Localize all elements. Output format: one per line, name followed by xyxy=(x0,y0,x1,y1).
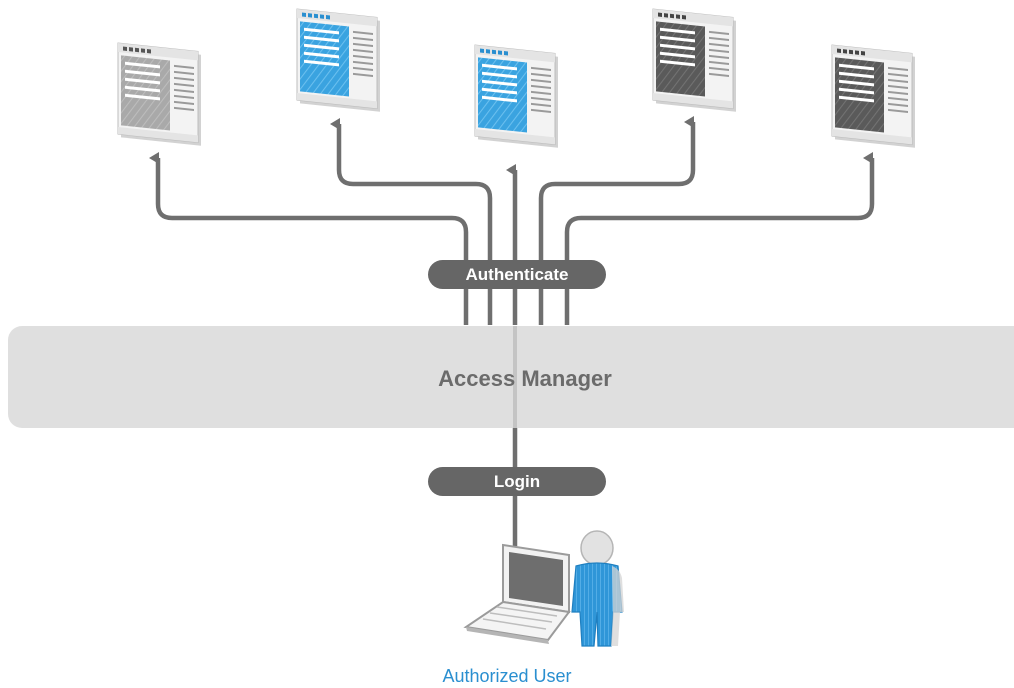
connector-app-2 xyxy=(330,118,493,325)
access-manager-label: Access Manager xyxy=(438,366,612,391)
laptop-icon xyxy=(463,543,571,644)
user-figure-icon xyxy=(571,530,624,647)
connector-app-1 xyxy=(149,152,469,325)
app-window-2 xyxy=(296,8,380,112)
login-label: Login xyxy=(494,472,540,491)
connector-app-5 xyxy=(564,152,875,325)
authenticate-badge: Authenticate xyxy=(428,260,606,289)
app-window-3 xyxy=(474,44,558,148)
connectors xyxy=(149,116,875,325)
app-window-4 xyxy=(652,8,736,112)
connector-app-4 xyxy=(538,116,696,325)
access-manager-bar: Access Manager xyxy=(8,326,1014,428)
app-window-1 xyxy=(117,42,201,146)
authenticate-label: Authenticate xyxy=(466,265,569,284)
login-badge: Login xyxy=(428,467,606,496)
app-window-5 xyxy=(831,44,915,148)
authorized-user-label: Authorized User xyxy=(442,666,571,686)
